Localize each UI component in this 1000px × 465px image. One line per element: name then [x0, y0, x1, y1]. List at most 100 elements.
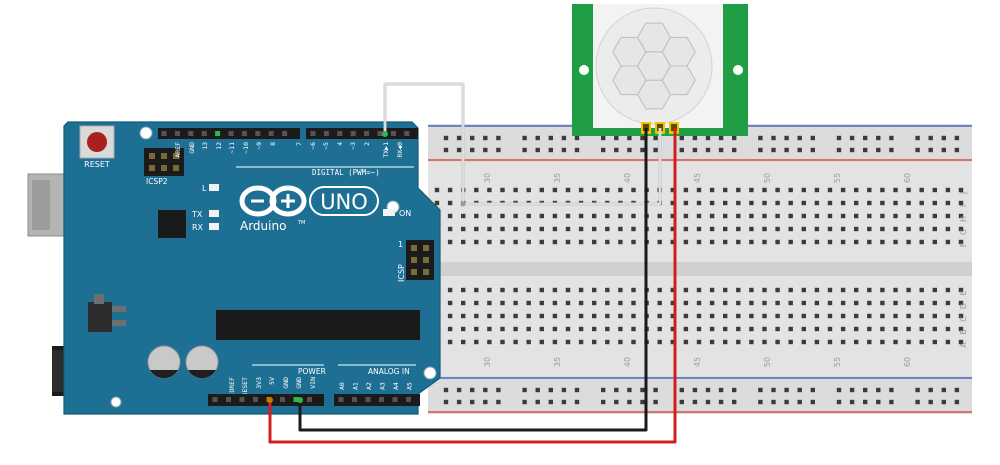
breadboard-hole [552, 239, 558, 245]
breadboard-hole [762, 213, 767, 219]
breadboard-hole [474, 300, 479, 306]
rail-hole [784, 147, 789, 153]
rail-hole [915, 387, 920, 393]
breadboard-hole [461, 287, 466, 293]
breadboard-hole [854, 239, 859, 245]
rail-hole [653, 387, 658, 393]
rail-hole [640, 147, 645, 153]
breadboard-hole [709, 287, 715, 293]
power-pin-label: 3V3 [255, 377, 263, 389]
breadboard-hole [867, 200, 872, 206]
rail-hole [915, 135, 920, 141]
breadboard-hole [709, 300, 715, 306]
power-pin-label: VIN [309, 377, 317, 389]
rail-hole [653, 147, 658, 153]
icsp-label: ICSP [397, 264, 406, 282]
breadboard-hole [827, 300, 833, 306]
breadboard-hole [578, 287, 584, 293]
rail-hole [653, 135, 658, 141]
header-pin [226, 397, 231, 402]
breadboard-hole [801, 226, 806, 232]
digital-pin-label: RX◀0 [396, 142, 404, 158]
breadboard-hole [526, 300, 531, 306]
breadboard-hole [945, 300, 951, 306]
breadboard-hole [683, 226, 689, 232]
breadboard-hole [500, 226, 505, 232]
breadboard-hole [696, 287, 702, 293]
rail-hole [889, 399, 894, 405]
rail-hole [732, 387, 737, 393]
rail-hole [889, 147, 894, 153]
breadboard-hole [487, 187, 492, 193]
breadboard-hole [592, 287, 597, 293]
breadboard-hole [592, 313, 597, 319]
rail-hole [954, 399, 960, 405]
breadboard-hole [801, 300, 806, 306]
rail-hole [876, 135, 881, 141]
breadboard-hole [736, 187, 741, 193]
rail-hole [863, 387, 868, 393]
breadboard-hole [474, 287, 479, 293]
breadboard-hole [736, 300, 741, 306]
led-rx [209, 223, 219, 230]
header-pin [239, 397, 245, 402]
breadboard-hole [447, 326, 453, 332]
breadboard-hole [631, 287, 636, 293]
power-pin-label: GND [295, 377, 303, 389]
rail-hole [797, 147, 802, 153]
rail-hole [627, 387, 632, 393]
header-pin [406, 397, 411, 402]
header-pin [241, 131, 247, 136]
breadboard-hole [945, 313, 951, 319]
breadboard-hole [814, 326, 820, 332]
header-pin [161, 131, 167, 136]
rail-hole [640, 399, 645, 405]
led-l [209, 184, 219, 191]
breadboard-hole [788, 287, 793, 293]
breadboard-hole [565, 300, 571, 306]
breadboard-hole [919, 326, 924, 332]
rail-hole [863, 399, 868, 405]
breadboard-hole [539, 213, 544, 219]
breadboard-hole [893, 200, 898, 206]
breadboard-hole [945, 339, 951, 345]
rail-hole [483, 387, 488, 393]
breadboard-hole [461, 239, 466, 245]
breadboard-hole [775, 300, 780, 306]
breadboard-hole [618, 213, 623, 219]
rail-hole [889, 135, 894, 141]
breadboard-hole [906, 226, 911, 232]
breadboard-hole [906, 200, 911, 206]
breadboard-hole [723, 287, 728, 293]
breadboard-hole [487, 287, 492, 293]
pir-mounting-hole [733, 65, 743, 75]
breadboard-hole [775, 200, 780, 206]
breadboard-hole [840, 200, 846, 206]
analog-pin-label: A5 [406, 382, 414, 390]
breadboard-hole [605, 326, 610, 332]
rail-hole [692, 387, 698, 393]
rail-hole [692, 399, 698, 405]
breadboard-hole [775, 313, 780, 319]
breadboard-hole [749, 239, 754, 245]
digital-pin-label: ~9 [255, 142, 263, 150]
breadboard-hole [788, 187, 793, 193]
breadboard-hole [945, 226, 951, 232]
breadboard-hole [683, 187, 689, 193]
reset-button[interactable] [87, 132, 107, 152]
breadboard-hole [578, 213, 584, 219]
breadboard-hole [775, 239, 780, 245]
row-letter: D [959, 303, 968, 309]
rail-hole [718, 387, 724, 393]
rail-hole [797, 399, 802, 405]
breadboard-hole [945, 326, 951, 332]
breadboard-hole [827, 226, 833, 232]
breadboard-hole [854, 313, 859, 319]
breadboard-hole [578, 226, 584, 232]
breadboard-hole [618, 187, 623, 193]
header-pin [293, 397, 299, 402]
ground-wire-end [297, 397, 303, 403]
header-pin [307, 397, 312, 402]
